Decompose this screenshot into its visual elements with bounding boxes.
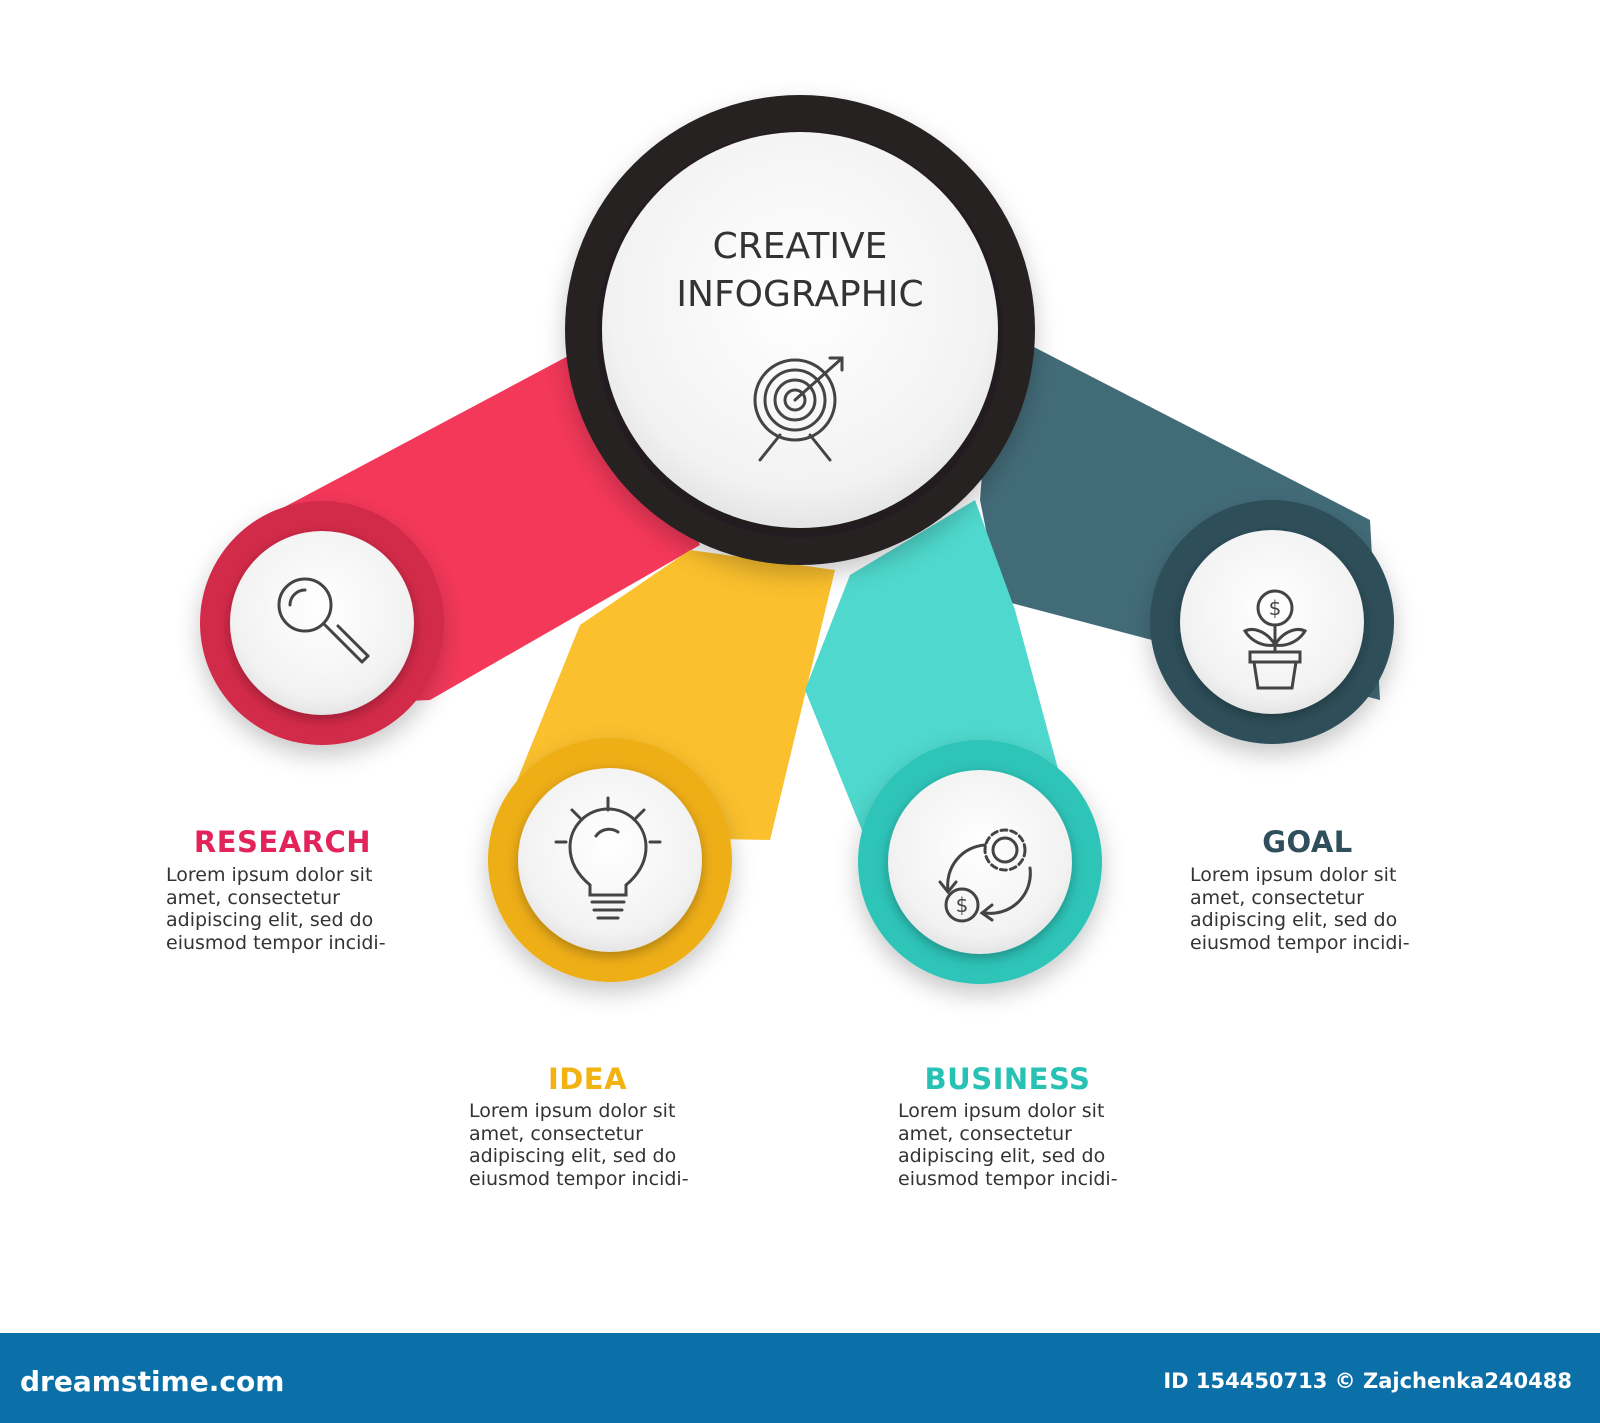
money-plant-icon: $ — [1242, 589, 1308, 690]
business-node — [858, 740, 1102, 984]
business-desc-line: Lorem ipsum dolor sit — [898, 1100, 1105, 1122]
research-label: RESEARCH — [193, 825, 372, 859]
business-label: BUSINESS — [924, 1062, 1091, 1096]
footer-credit: ID 154450713 © Zajchenka240488 — [1163, 1369, 1572, 1393]
center-node — [565, 95, 1035, 565]
svg-text:$: $ — [956, 893, 969, 917]
idea-desc-line: adipiscing elit, sed do — [469, 1145, 677, 1167]
goal-desc-line: amet, consectetur — [1190, 886, 1364, 909]
footer-logo[interactable]: dreamstime.com — [20, 1365, 285, 1398]
goal-label: GOAL — [1262, 825, 1353, 859]
money-cycle-icon: $ — [938, 828, 1032, 923]
goal-desc-line: eiusmod tempor incidi- — [1190, 931, 1410, 954]
business-desc-line: amet, consectetur — [898, 1122, 1072, 1145]
goal-desc-line: adipiscing elit, sed do — [1190, 909, 1398, 931]
title-line-2: INFOGRAPHIC — [676, 274, 923, 315]
target-icon — [753, 356, 844, 462]
research-description: Lorem ipsum dolor sit amet, consectetur … — [166, 864, 386, 954]
idea-description: Lorem ipsum dolor sit amet, consectetur … — [469, 1100, 689, 1190]
idea-desc-line: Lorem ipsum dolor sit — [469, 1100, 676, 1122]
research-desc-line: adipiscing elit, sed do — [166, 909, 374, 931]
business-desc-line: eiusmod tempor incidi- — [898, 1167, 1118, 1190]
lightbulb-icon — [554, 796, 662, 920]
title-line-1: CREATIVE — [713, 226, 888, 267]
goal-description: Lorem ipsum dolor sit amet, consectetur … — [1190, 864, 1410, 954]
research-desc-line: eiusmod tempor incidi- — [166, 931, 386, 954]
business-description: Lorem ipsum dolor sit amet, consectetur … — [898, 1100, 1118, 1190]
idea-node — [488, 738, 732, 982]
infographic-diagram: CREATIVE INFOGRAPHIC $ — [200, 95, 1394, 984]
business-desc-line: adipiscing elit, sed do — [898, 1145, 1106, 1167]
magnifier-icon — [277, 577, 370, 664]
goal-desc-line: Lorem ipsum dolor sit — [1190, 864, 1397, 886]
svg-text:$: $ — [1269, 596, 1282, 620]
idea-label: IDEA — [547, 1062, 628, 1096]
footer-bar: dreamstime.com ID 154450713 © Zajchenka2… — [0, 1333, 1600, 1423]
idea-desc-line: amet, consectetur — [469, 1122, 643, 1145]
goal-node — [1150, 500, 1394, 744]
research-desc-line: Lorem ipsum dolor sit — [166, 864, 373, 886]
idea-desc-line: eiusmod tempor incidi- — [469, 1167, 689, 1190]
research-desc-line: amet, consectetur — [166, 886, 340, 909]
